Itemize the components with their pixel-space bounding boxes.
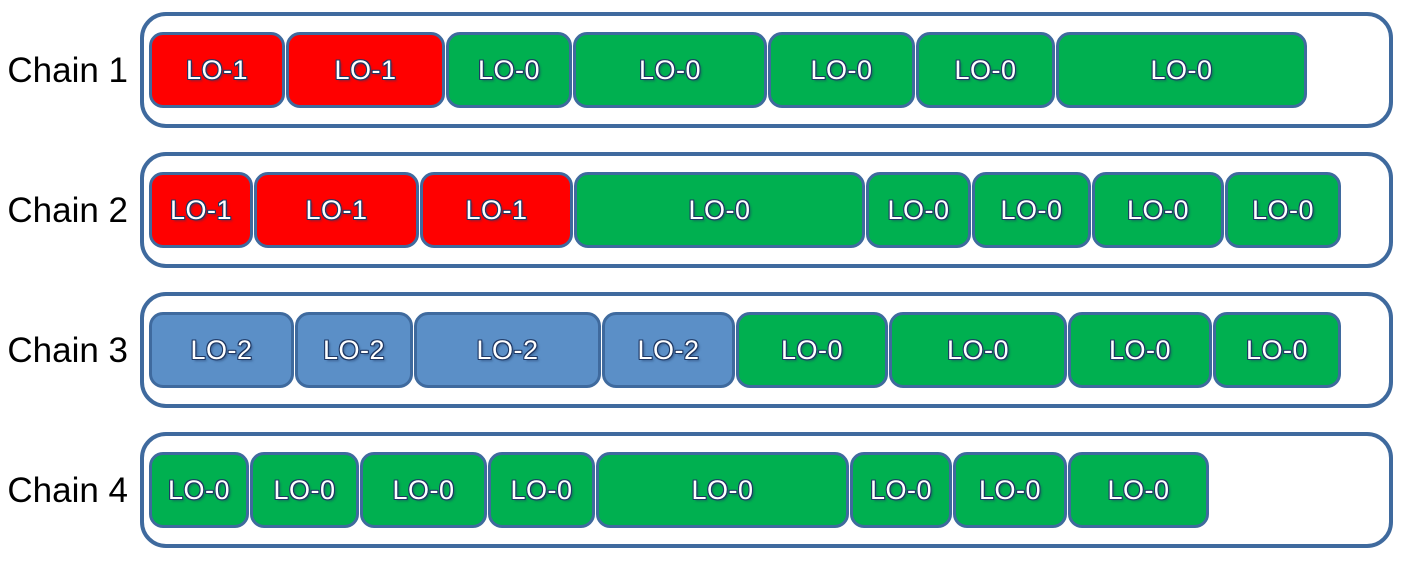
chain-block-label: LO-0 — [954, 54, 1017, 85]
chain-row-1: Chain 1 LO-1 LO-1 LO-0 LO-0 LO-0 LO-0 LO-0 — [0, 12, 1409, 128]
chain-container-3: LO-2 LO-2 LO-2 LO-2 LO-0 LO-0 LO-0 LO-0 — [140, 292, 1393, 408]
chain-block-label: LO-0 — [780, 334, 844, 365]
chain-block[interactable]: LO-0 — [916, 32, 1055, 108]
chain-block[interactable]: LO-0 — [736, 312, 888, 388]
chain-block-label: LO-1 — [169, 194, 233, 225]
chain-block[interactable]: LO-0 — [866, 172, 971, 248]
chain-block[interactable]: LO-2 — [149, 312, 294, 388]
chain-label-1: Chain 1 — [7, 50, 128, 90]
chain-block[interactable]: LO-0 — [768, 32, 915, 108]
chain-container-4: LO-0 LO-0 LO-0 LO-0 LO-0 LO-0 LO-0 LO-0 — [140, 432, 1393, 548]
chain-block-label: LO-0 — [1126, 194, 1190, 225]
chain-label-3: Chain 3 — [7, 330, 128, 370]
chain-block[interactable]: LO-0 — [1068, 452, 1209, 528]
chain-block[interactable]: LO-2 — [414, 312, 601, 388]
chain-block-label: LO-0 — [167, 474, 231, 505]
chain-row-2: Chain 2 LO-1 LO-1 LO-1 LO-0 LO-0 LO-0 LO-0 LO-0 — [0, 152, 1409, 268]
chain-block[interactable]: LO-1 — [420, 172, 573, 248]
chain-block-label: LO-0 — [887, 194, 950, 225]
chain-block-label: LO-0 — [1107, 474, 1170, 505]
chain-block-label: LO-0 — [978, 474, 1042, 505]
chain-block[interactable]: LO-0 — [149, 452, 249, 528]
chain-block-label: LO-0 — [1245, 334, 1309, 365]
chain-block[interactable]: LO-0 — [1056, 32, 1307, 108]
chain-block-label: LO-0 — [477, 54, 541, 85]
chain-block-label: LO-1 — [334, 54, 397, 85]
chain-block-label: LO-0 — [638, 54, 702, 85]
chain-block[interactable]: LO-0 — [972, 172, 1091, 248]
chain-container-2: LO-1 LO-1 LO-1 LO-0 LO-0 LO-0 LO-0 LO-0 — [140, 152, 1393, 268]
chain-block[interactable]: LO-0 — [446, 32, 572, 108]
chain-block[interactable]: LO-0 — [573, 32, 767, 108]
chain-block-label: LO-0 — [1108, 334, 1172, 365]
chain-row-4: Chain 4 LO-0 LO-0 LO-0 LO-0 LO-0 LO-0 LO-0 LO-0 — [0, 432, 1409, 548]
chain-block-label: LO-2 — [190, 334, 253, 365]
chain-block[interactable]: LO-0 — [1092, 172, 1224, 248]
chain-block-label: LO-0 — [510, 474, 573, 505]
chain-block-label: LO-0 — [869, 474, 933, 505]
chain-block[interactable]: LO-0 — [1213, 312, 1341, 388]
chain-block[interactable]: LO-0 — [574, 172, 865, 248]
chain-block-label: LO-2 — [637, 334, 700, 365]
chain-block[interactable]: LO-0 — [1068, 312, 1212, 388]
chain-block-label: LO-0 — [946, 334, 1010, 365]
chain-blocks-1: LO-1 LO-1 LO-0 LO-0 LO-0 LO-0 LO-0 — [149, 16, 1384, 124]
chain-label-4: Chain 4 — [7, 470, 128, 510]
chain-block[interactable]: LO-0 — [596, 452, 849, 528]
chain-block[interactable]: LO-0 — [889, 312, 1067, 388]
chain-container-1: LO-1 LO-1 LO-0 LO-0 LO-0 LO-0 LO-0 — [140, 12, 1393, 128]
chain-block-label: LO-0 — [1251, 194, 1315, 225]
chain-block-label: LO-0 — [810, 54, 873, 85]
chain-block-label: LO-0 — [273, 474, 336, 505]
chain-block[interactable]: LO-0 — [250, 452, 359, 528]
chain-block[interactable]: LO-0 — [360, 452, 487, 528]
chain-block-label: LO-1 — [465, 194, 528, 225]
chain-blocks-2: LO-1 LO-1 LO-1 LO-0 LO-0 LO-0 LO-0 LO-0 — [149, 156, 1384, 264]
chain-block[interactable]: LO-1 — [286, 32, 445, 108]
chain-block[interactable]: LO-0 — [488, 452, 595, 528]
chain-block[interactable]: LO-0 — [953, 452, 1067, 528]
chain-block[interactable]: LO-2 — [295, 312, 413, 388]
chain-block-label: LO-0 — [392, 474, 455, 505]
chain-block-label: LO-2 — [476, 334, 539, 365]
chain-block[interactable]: LO-1 — [254, 172, 419, 248]
chain-block-label: LO-0 — [1000, 194, 1063, 225]
chain-block-label: LO-0 — [691, 474, 754, 505]
chain-row-3: Chain 3 LO-2 LO-2 LO-2 LO-2 LO-0 LO-0 LO-0 LO-0 — [0, 292, 1409, 408]
chain-blocks-3: LO-2 LO-2 LO-2 LO-2 LO-0 LO-0 LO-0 LO-0 — [149, 296, 1384, 404]
chain-block-label: LO-0 — [1150, 54, 1213, 85]
chain-block-label: LO-0 — [688, 194, 751, 225]
chain-label-2: Chain 2 — [7, 190, 128, 230]
chain-block-label: LO-1 — [305, 194, 368, 225]
chain-block[interactable]: LO-0 — [850, 452, 952, 528]
chain-block[interactable]: LO-2 — [602, 312, 735, 388]
chain-block-label: LO-1 — [185, 54, 249, 85]
chain-block[interactable]: LO-0 — [1225, 172, 1341, 248]
chain-blocks-4: LO-0 LO-0 LO-0 LO-0 LO-0 LO-0 LO-0 LO-0 — [149, 436, 1384, 544]
chain-block[interactable]: LO-1 — [149, 172, 253, 248]
chain-block-label: LO-2 — [322, 334, 386, 365]
chain-block[interactable]: LO-1 — [149, 32, 285, 108]
